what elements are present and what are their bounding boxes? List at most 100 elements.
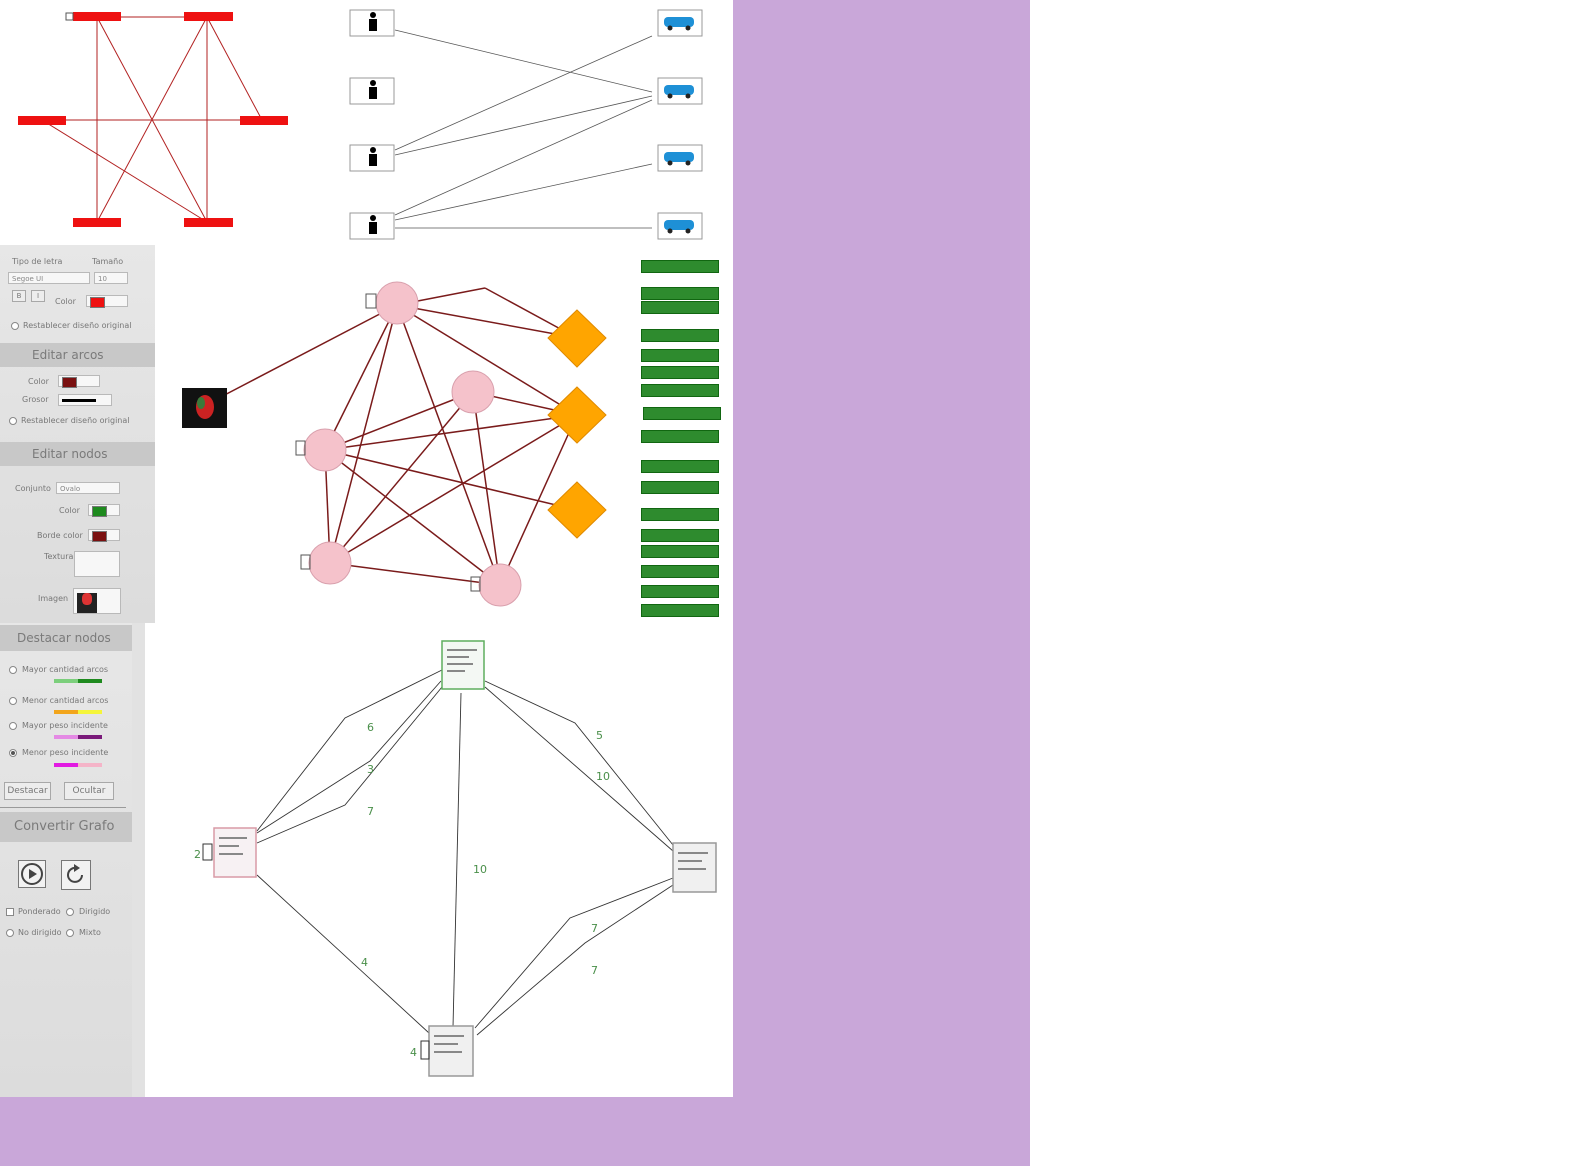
thumbnail-node [420, 1025, 474, 1077]
gradient-bar-start [54, 763, 78, 767]
refresh-button[interactable] [61, 860, 91, 890]
highlight-option-radio[interactable] [9, 722, 17, 730]
node-image-label: Imagen [38, 594, 69, 603]
node-border-label: Borde color [37, 531, 83, 540]
divider [0, 807, 126, 808]
directed-radio[interactable] [66, 908, 74, 916]
graph-edge [41, 119, 208, 223]
undirected-radio[interactable] [6, 929, 14, 937]
node-texture-select[interactable] [74, 551, 120, 577]
arc-color-select[interactable] [58, 375, 100, 388]
bold-icon[interactable]: B [12, 290, 26, 302]
size-label: Tamaño [92, 257, 124, 266]
play-button[interactable] [18, 860, 46, 888]
graph-edge [396, 304, 501, 586]
graph-edge [394, 99, 653, 216]
restore-arcs-radio[interactable] [9, 417, 17, 425]
pink-node [375, 281, 419, 325]
italic-icon[interactable]: I [31, 290, 45, 302]
green-node [641, 430, 719, 443]
self-loop [295, 440, 306, 456]
edge-label: 7 [591, 964, 598, 977]
thumbnail-node [672, 842, 717, 893]
person-icon [369, 80, 377, 99]
red-node [184, 218, 233, 227]
graph-edge [484, 686, 674, 852]
green-node [641, 460, 719, 473]
gradient-bar-start [54, 679, 78, 683]
highlight-button[interactable]: Destacar [4, 782, 51, 800]
gradient-bar-end [78, 735, 102, 739]
graph-edge [256, 680, 442, 834]
flower-image-icon [77, 593, 97, 613]
green-node [641, 604, 719, 617]
graph-edge [394, 163, 653, 221]
graph-edge [256, 686, 443, 844]
arc-thickness-select[interactable] [58, 394, 112, 406]
node-image-select[interactable] [73, 588, 121, 614]
text-color-select[interactable] [86, 295, 128, 308]
node-shape-label: Conjunto [15, 484, 51, 493]
arc-thickness-label: Grosor [22, 395, 49, 404]
pink-node [308, 541, 352, 585]
node-color-select[interactable] [88, 504, 120, 517]
green-node [643, 407, 721, 420]
undirected-label: No dirigido [18, 928, 62, 937]
sidebar-gutter [132, 623, 145, 1097]
person-node [349, 144, 395, 172]
mixed-radio[interactable] [66, 929, 74, 937]
directed-label: Dirigido [79, 907, 111, 916]
red-node [73, 218, 121, 227]
node-texture-label: Textura [44, 552, 74, 561]
highlight-option-radio[interactable] [9, 697, 17, 705]
font-type-select[interactable]: Segoe UI [8, 272, 90, 284]
red-node [18, 116, 66, 125]
person-icon [369, 215, 377, 234]
arc-color-swatch [62, 377, 77, 388]
size-select[interactable]: 10 [94, 272, 128, 284]
highlight-option-radio[interactable] [9, 749, 17, 757]
graph-edge [324, 449, 501, 586]
refresh-icon [67, 864, 83, 883]
graph-edge [452, 692, 462, 1028]
image-node [182, 388, 227, 428]
highlight-option-label: Mayor peso incidente [22, 721, 108, 730]
self-loop [420, 1040, 430, 1060]
highlight-option-radio[interactable] [9, 666, 17, 674]
graph-edge [474, 877, 674, 1029]
graph-edge [394, 95, 653, 156]
node-shape-select[interactable]: Ovalo [56, 482, 120, 494]
graph-edge [206, 16, 263, 121]
car-icon [664, 17, 694, 31]
green-node [641, 529, 719, 542]
restore-text-radio[interactable] [11, 322, 19, 330]
edge-label: 5 [596, 729, 603, 742]
orange-node [547, 309, 607, 368]
self-loop [470, 576, 481, 592]
weighted-graph-panel: 6 3 7 5 10 10 7 7 4 2 4 [145, 623, 733, 1097]
graph-edge [324, 304, 398, 451]
graph-edge [329, 414, 578, 564]
gradient-bar-end [78, 679, 102, 683]
green-node [641, 481, 719, 494]
self-loop [202, 843, 213, 861]
thickness-preview [62, 399, 96, 402]
thumbnail-node [202, 827, 257, 878]
node-label: 4 [410, 1046, 417, 1059]
convert-graph-header: Convertir Grafo [0, 812, 132, 842]
restore-text-label: Restablecer diseño original [23, 321, 132, 330]
weighted-checkbox[interactable] [6, 908, 14, 916]
node-border-select[interactable] [88, 529, 120, 542]
car-node [657, 144, 703, 172]
font-type-value: Segoe UI [12, 275, 44, 283]
edge-label: 4 [361, 956, 368, 969]
thumbnail-node [441, 640, 485, 690]
graph-edge [396, 304, 578, 339]
highlight-option-label: Menor peso incidente [22, 748, 109, 757]
bipartite-graph-panel [340, 0, 733, 245]
edge-label: 6 [367, 721, 374, 734]
mixed-label: Mixto [79, 928, 101, 937]
green-node [641, 585, 719, 598]
arc-color-label: Color [28, 377, 49, 386]
hide-button[interactable]: Ocultar [64, 782, 114, 800]
